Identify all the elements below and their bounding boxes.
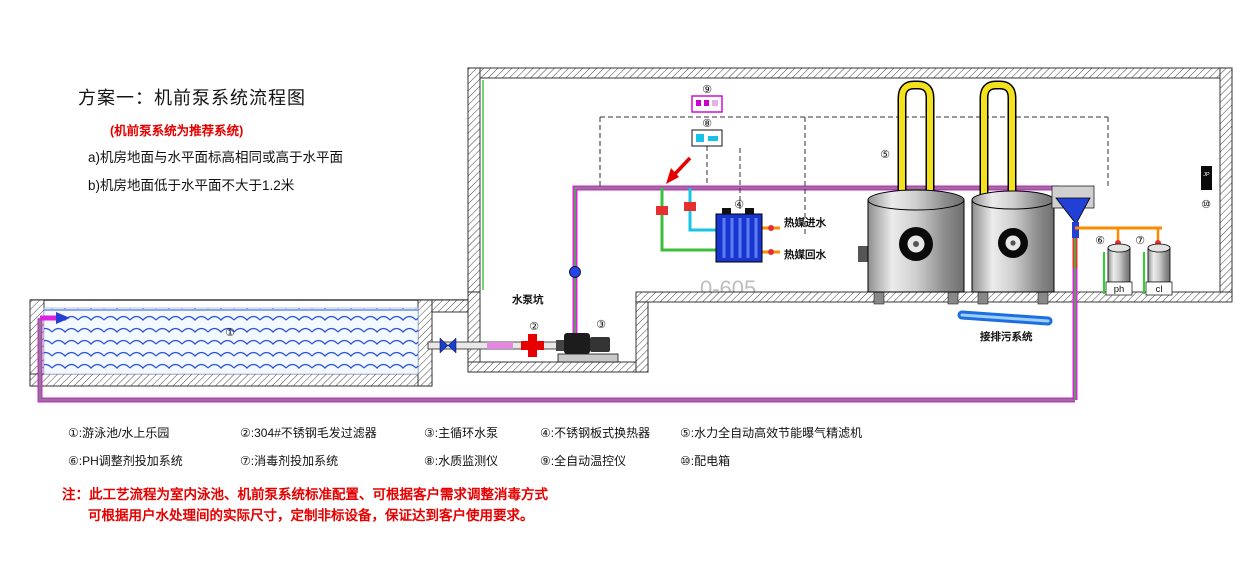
legend-item-9: ⑨:全自动温控仪 (540, 454, 627, 468)
heat-exchanger (715, 208, 763, 263)
suction-pipe (427, 334, 569, 357)
drain-pipe (957, 310, 1053, 326)
flow-arrow-icon (666, 156, 692, 184)
recommended-note: (机前泵系统为推荐系统) (110, 124, 244, 138)
callout-9: ⑨ (702, 84, 712, 96)
water-quality-monitor (691, 129, 723, 147)
callout-8: ⑧ (702, 118, 712, 130)
callout-3: ③ (596, 319, 606, 331)
cl-label: cl (1156, 284, 1163, 295)
callout-6: ⑥ (1095, 235, 1105, 247)
footnote-line-2: 可根据用户水处理间的实际尺寸，定制非标设备，保证达到客户使用要求。 (88, 508, 534, 523)
valve-icon (684, 202, 696, 211)
discharge-pipe (569, 185, 1058, 333)
ph-label: ph (1114, 284, 1125, 295)
swimming-pool (29, 299, 469, 387)
callout-5: ⑤ (880, 149, 890, 161)
legend-item-3: ③:主循环水泵 (424, 426, 499, 440)
aeration-pipe (899, 82, 933, 202)
callout-1: ① (225, 327, 235, 339)
callout-2: ② (529, 321, 539, 333)
filter-tanks (858, 80, 1095, 305)
footnote-line-1: 注：此工艺流程为室内泳池、机前泵系统标准配置、可根据客户需求调整消毒方式 (62, 487, 548, 502)
legend-item-7: ⑦:消毒剂投加系统 (240, 454, 339, 468)
legend-item-6: ⑥:PH调整剂投加系统 (68, 454, 183, 468)
legend-item-2: ②:304#不锈钢毛发过滤器 (240, 426, 377, 440)
ph-dosing-tank: ph (1105, 243, 1133, 296)
check-valve-icon (569, 266, 581, 278)
pool-return-pipe (37, 312, 1075, 403)
callout-10: ⑩ (1201, 199, 1211, 211)
page-title: 方案一：机前泵系统流程图 (78, 88, 306, 108)
legend-item-10: ⑩:配电箱 (680, 454, 731, 468)
legend-item-5: ⑤:水力全自动高效节能曝气精滤机 (680, 426, 863, 440)
valve-icon (656, 206, 668, 215)
callout-7: ⑦ (1135, 235, 1145, 247)
machine-room-walls (467, 67, 1233, 373)
condition-note-a: a)机房地面与水平面标高相同或高于水平面 (88, 150, 344, 165)
control-wiring (599, 116, 1109, 234)
condition-note-b: b)机房地面低于水平面不大于1.2米 (88, 178, 295, 193)
cl-dosing-tank: cl (1145, 243, 1173, 296)
power-box: JP (1201, 166, 1212, 190)
suction-valve-icon (439, 337, 449, 354)
callout-4: ④ (734, 199, 744, 211)
legend-item-1: ①:游泳池/水上乐园 (68, 426, 170, 440)
pool-inlet-arrow (56, 312, 70, 324)
legend-item-4: ④:不锈钢板式换热器 (540, 426, 651, 440)
drain-system-label: 接排污系统 (980, 330, 1033, 343)
hot-media-in-label: 热媒进水 (784, 216, 826, 229)
aeration-pipe (981, 82, 1015, 202)
legend-item-8: ⑧:水质监测仪 (424, 454, 499, 468)
main-pump (556, 333, 619, 363)
outlet-funnel (1055, 197, 1091, 225)
hot-media-return-label: 热媒回水 (784, 248, 826, 261)
power-box-label: JP (1203, 172, 1210, 178)
heat-exchanger-piping (656, 188, 780, 255)
hair-filter (521, 334, 544, 357)
pump-pit-label: 水泵坑 (511, 293, 544, 306)
temp-controller (691, 95, 723, 113)
